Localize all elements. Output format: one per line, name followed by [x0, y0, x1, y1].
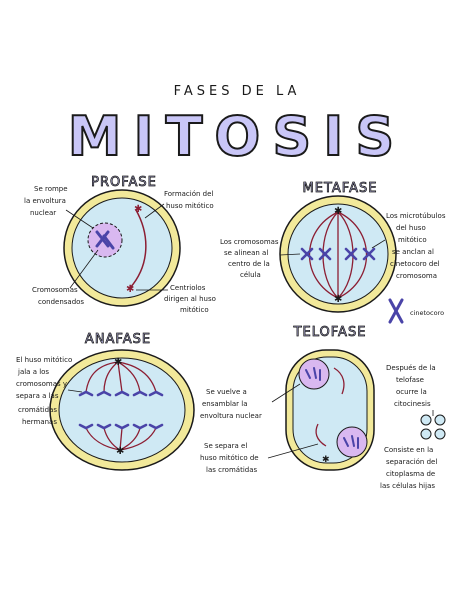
- telofase-nucleus-top: [298, 358, 330, 390]
- profase-centriole-top: ✱: [134, 204, 142, 215]
- profase-arrow-envoltura: [65, 209, 94, 229]
- svg-text:hermanas: hermanas: [22, 418, 57, 426]
- profase-title: PROFASE: [91, 175, 157, 190]
- svg-text:centro de la: centro de la: [228, 260, 270, 268]
- metafase-note-alinean: Los cromosomas se alinean al centro de l…: [220, 238, 279, 279]
- svg-text:citocinesis: citocinesis: [394, 400, 431, 408]
- profase-cytoplasm: [71, 197, 173, 299]
- telofase-arrow-envoltura: [271, 383, 301, 403]
- svg-text:huso mitótico de: huso mitótico de: [200, 454, 259, 462]
- telofase-note-separacion: Consiste en la separación del citoplasma…: [380, 446, 437, 490]
- svg-text:Los microtúbulos: Los microtúbulos: [386, 212, 446, 220]
- metafase-cinetocoro-example: [388, 298, 404, 324]
- svg-text:Los cromosomas: Los cromosomas: [220, 238, 279, 246]
- svg-text:cromosomas y: cromosomas y: [16, 380, 67, 388]
- metafase-cinetocoro-label: cinetocoro: [410, 309, 444, 317]
- profase-spindle: [129, 209, 147, 289]
- telofase-note-envoltura: Se vuelve a ensamblar la envoltura nucle…: [200, 388, 262, 420]
- metafase-arrow-alinean: [279, 253, 301, 256]
- anafase-arrow-huso: [67, 389, 83, 393]
- metafase-title: METAFASE: [303, 181, 378, 196]
- telofase-spindle-remnant-bottom: [315, 423, 327, 447]
- svg-text:huso mitótico: huso mitótico: [166, 202, 214, 210]
- svg-text:Centriolos: Centriolos: [170, 284, 206, 292]
- telofase-panel: TELOFASE ✱ Se vuelve a ensamblar la envo…: [200, 325, 446, 490]
- header-subtitle: FASES DE LA: [174, 84, 301, 99]
- metafase-chromosomes: [300, 247, 376, 261]
- svg-text:mitótico: mitótico: [180, 306, 209, 314]
- profase-note-huso: Formación del huso mitótico: [164, 190, 214, 210]
- svg-text:separa a las: separa a las: [16, 392, 59, 400]
- svg-text:condensados: condensados: [38, 298, 84, 306]
- svg-text:Formación del: Formación del: [164, 190, 213, 198]
- svg-text:las cromátidas: las cromátidas: [206, 466, 257, 474]
- svg-text:cromosoma: cromosoma: [396, 272, 437, 280]
- anafase-title: ANAFASE: [85, 332, 151, 347]
- svg-text:cinetocoro del: cinetocoro del: [390, 260, 440, 268]
- svg-text:envoltura nuclear: envoltura nuclear: [200, 412, 262, 420]
- svg-text:Después de la: Después de la: [386, 364, 436, 372]
- svg-text:El huso mitótico: El huso mitótico: [16, 356, 72, 364]
- svg-text:Se separa el: Se separa el: [204, 442, 247, 450]
- metafase-note-microtubulos: Los microtúbulos del huso mitótico se an…: [386, 212, 446, 280]
- telofase-citocinesis-icon: [420, 414, 446, 440]
- anafase-spindle-bottom: [85, 427, 157, 451]
- svg-text:nuclear: nuclear: [30, 209, 56, 217]
- telofase-centriole: ✱: [322, 455, 330, 465]
- anafase-centriole-top: ✱: [114, 357, 122, 368]
- profase-note-cromosomas: Cromosomas condensados: [32, 286, 84, 306]
- telofase-note-citocinesis: Después de la telofase ocurre la citocin…: [386, 364, 436, 408]
- svg-text:Se vuelve a: Se vuelve a: [206, 388, 247, 396]
- anafase-centriole-bottom: ✱: [116, 446, 124, 457]
- svg-text:célula: célula: [240, 271, 261, 279]
- svg-text:separación del: separación del: [386, 458, 437, 466]
- svg-text:la envoltura: la envoltura: [24, 197, 66, 205]
- svg-text:las células hijas: las células hijas: [380, 482, 435, 490]
- svg-text:Consiste en la: Consiste en la: [384, 446, 433, 454]
- metafase-panel: METAFASE ✱ ✱ Los cromosomas se alinean a…: [220, 181, 446, 324]
- svg-text:Se rompe: Se rompe: [34, 185, 68, 193]
- svg-text:dirigen al huso: dirigen al huso: [164, 295, 216, 303]
- page-title: MITOSIS: [68, 105, 406, 168]
- svg-text:del huso: del huso: [396, 224, 426, 232]
- svg-text:telofase: telofase: [396, 376, 424, 384]
- telofase-spindle-remnant-top: [333, 367, 345, 395]
- anafase-spindle-top: [85, 361, 157, 393]
- svg-text:ocurre la: ocurre la: [396, 388, 427, 396]
- profase-arrow-cromosomas: [69, 249, 99, 289]
- telofase-chromosomes-top: [305, 367, 321, 381]
- profase-chromosomes: [95, 230, 115, 250]
- svg-text:se anclan al: se anclan al: [392, 248, 434, 256]
- metafase-arrow-microtubulos: [371, 239, 386, 249]
- profase-centriole-bottom: ✱: [126, 284, 134, 295]
- telofase-nucleus-bottom: [336, 426, 368, 458]
- svg-text:mitótico: mitótico: [398, 236, 427, 244]
- anafase-panel: ANAFASE ✱ ✱: [16, 332, 195, 471]
- telofase-chromosomes-bottom: [343, 435, 359, 449]
- telofase-arrow-huso: [267, 443, 319, 459]
- svg-text:ensamblar la: ensamblar la: [202, 400, 248, 408]
- svg-text:Cromosomas: Cromosomas: [32, 286, 78, 294]
- svg-text:citoplasma de: citoplasma de: [386, 470, 435, 478]
- metafase-centriole-bottom: ✱: [334, 294, 342, 305]
- anafase-note-huso: El huso mitótico jala a los cromosomas y…: [16, 356, 72, 426]
- telofase-title: TELOFASE: [293, 325, 367, 340]
- profase-note-envoltura: Se rompe la envoltura nuclear: [24, 185, 68, 217]
- metafase-centriole-top: ✱: [334, 206, 342, 217]
- profase-note-centriolos: Centriolos dirigen al huso mitótico: [164, 284, 216, 314]
- telofase-note-huso: Se separa el huso mitótico de las cromát…: [200, 442, 259, 474]
- profase-arrow-huso: [144, 203, 165, 219]
- svg-text:se alinean al: se alinean al: [224, 249, 268, 257]
- svg-text:jala a los: jala a los: [17, 368, 49, 376]
- profase-panel: PROFASE ✱ ✱ Se rompe la envoltura nuclea…: [24, 175, 216, 314]
- svg-text:cromátidas: cromátidas: [18, 406, 57, 414]
- anafase-chromatids: [78, 390, 164, 430]
